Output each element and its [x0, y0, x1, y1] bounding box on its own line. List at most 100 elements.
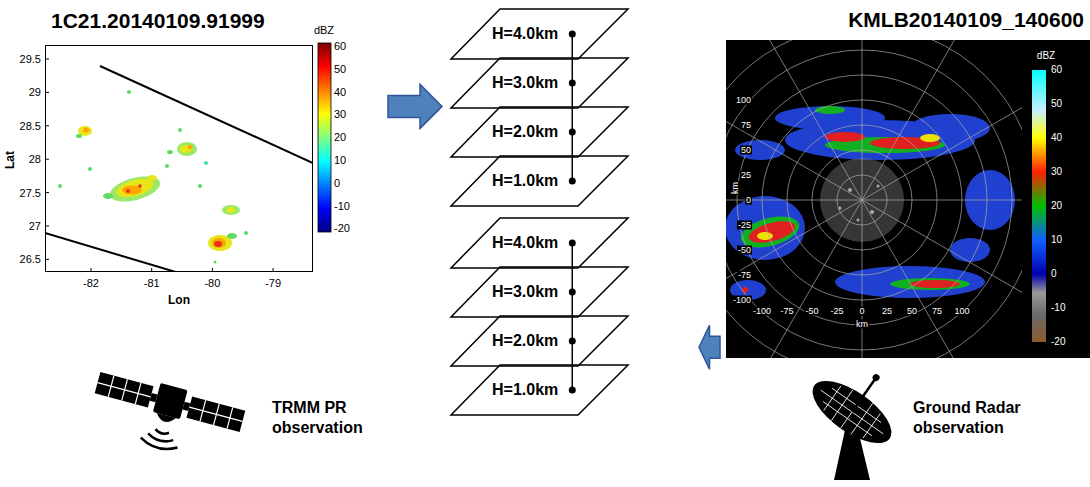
height-label: H=2.0km [492, 122, 558, 142]
tick-label: 29 [29, 86, 41, 99]
colorbar-label: -20 [1050, 336, 1066, 348]
axis-ticks [45, 59, 273, 272]
colorbar-label: -20 [334, 222, 350, 235]
rain-map [76, 134, 82, 138]
satellite-icon [186, 397, 245, 432]
radar-echo [726, 40, 1022, 358]
rain-map [214, 241, 222, 247]
plane-outline [450, 155, 629, 207]
tick-label: -50 [804, 307, 819, 316]
tick-label: -25 [829, 307, 844, 316]
rain-map [244, 231, 248, 235]
colorbar-label: -10 [1050, 302, 1066, 314]
radar-echo [726, 40, 1022, 358]
tick-label: 50 [740, 146, 752, 155]
height-label: H=3.0km [492, 282, 558, 302]
rain-map [227, 233, 237, 239]
radar-echo [920, 134, 940, 142]
rain-map [167, 150, 173, 154]
height-dot [569, 129, 576, 136]
radar-echo [848, 188, 852, 192]
axis-title: Lon [168, 294, 190, 308]
tick-label: km [855, 320, 869, 329]
rain-map [45, 66, 313, 272]
colorbar-label: 40 [1050, 132, 1063, 144]
tick-label: 27.5 [20, 186, 41, 199]
plane-outline [451, 107, 628, 157]
tick-label: 26.5 [20, 253, 41, 266]
radar-echo [910, 114, 990, 142]
rain-map [58, 184, 62, 188]
plane-outline [451, 9, 628, 59]
height-plane: H=3.0km [450, 57, 629, 109]
rain-map [214, 261, 217, 264]
plane-outline [450, 8, 629, 60]
height-plane: H=4.0km [450, 8, 629, 60]
radar-echo [877, 185, 880, 188]
colorbar-label: 20 [1050, 200, 1063, 212]
tick-label: 27 [29, 220, 41, 233]
colorbar-label: 50 [1050, 98, 1063, 110]
satellite-icon [186, 397, 245, 432]
height-plane: H=3.0km [450, 266, 629, 318]
colorbar-label: 30 [334, 108, 346, 121]
rain-map [165, 164, 169, 168]
colorbar-label: 60 [1050, 64, 1063, 76]
height-plane: H=2.0km [450, 106, 629, 158]
plane-outline [451, 58, 628, 108]
height-axis-line [572, 292, 574, 341]
height-plane: H=1.0km [450, 364, 629, 416]
tick-label: -82 [83, 277, 99, 290]
radar-echo [757, 232, 773, 240]
satellite-icon [155, 413, 176, 424]
tick-label: 100 [735, 96, 752, 105]
radar-echo [726, 40, 1022, 358]
radar-icon [871, 373, 881, 383]
satellite-icon [155, 429, 169, 435]
rain-map [107, 172, 163, 207]
radar-icon [803, 348, 916, 454]
radar-echo [726, 40, 1022, 358]
tick-label: 25 [881, 307, 893, 316]
rain-map [126, 189, 130, 193]
satellite-icon [147, 433, 173, 444]
height-axis-line [572, 34, 574, 83]
height-axis-line [572, 132, 574, 181]
plane-outline [451, 218, 628, 268]
panel-title: KMLB20140109_140600 [848, 8, 1084, 32]
radar-echo [950, 238, 990, 262]
rain-map [198, 184, 202, 188]
colorbar-label: 0 [334, 176, 340, 189]
rain-map [83, 128, 89, 133]
tick-label: -75 [737, 271, 752, 280]
rain-map [100, 66, 313, 163]
colorbar-label: 20 [334, 131, 346, 144]
rain-map [103, 193, 113, 199]
plane-outline [450, 266, 629, 318]
colorbar-label: 40 [334, 85, 346, 98]
height-dot [569, 338, 576, 345]
rain-map [180, 145, 192, 153]
colorbar-label: 30 [1050, 166, 1063, 178]
rain-map [212, 238, 226, 248]
radar-background [726, 40, 1090, 358]
height-label: H=3.0km [492, 73, 558, 93]
radar-echo [742, 287, 748, 293]
plane-outline [450, 315, 629, 367]
plane-outline [450, 57, 629, 109]
plane-outline [451, 267, 628, 317]
tick-label: 75 [740, 121, 752, 130]
tick-label: 28 [29, 153, 41, 166]
rain-map [227, 207, 235, 213]
axis-title: Lat [4, 151, 18, 169]
height-axis-line [572, 341, 574, 390]
tick-label: -79 [265, 277, 281, 290]
radar-echo [857, 219, 860, 222]
height-dot [569, 178, 576, 185]
tick-label: -100 [732, 296, 752, 305]
radar-echo [825, 132, 865, 142]
colorbar-label: 60 [334, 40, 346, 53]
